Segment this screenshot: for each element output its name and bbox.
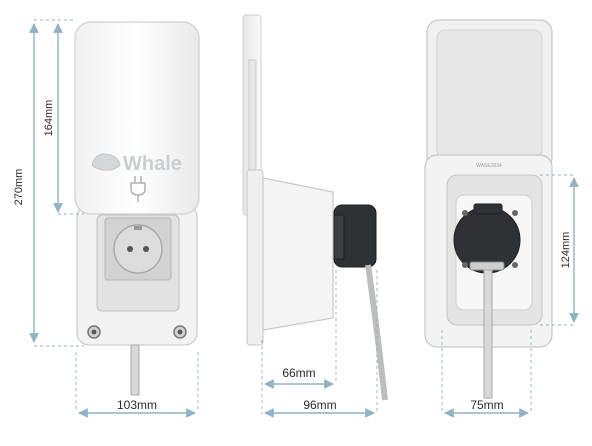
side-cover-hinge — [248, 59, 257, 171]
front-view: Whale — [74, 21, 200, 396]
side-plug-collar — [333, 214, 345, 260]
side-cable — [365, 264, 388, 401]
rear-lid-inner — [436, 29, 543, 159]
socket-ring — [113, 224, 163, 274]
dim-side-plug-label: 66mm — [282, 366, 315, 380]
whale-logo-icon — [91, 153, 121, 171]
plug-symbol-icon — [130, 176, 146, 202]
socket-pin-left — [127, 246, 133, 252]
rear-cable — [483, 269, 493, 399]
dim-total-height-label: 270mm — [13, 169, 25, 206]
socket-earth-clip — [134, 226, 142, 230]
front-cable — [130, 344, 140, 396]
screw-left-core — [91, 329, 97, 335]
rear-screw-tr — [512, 210, 518, 216]
rear-screw-br — [512, 262, 518, 268]
dim-front-width-label: 103mm — [117, 398, 157, 412]
dim-rear-width-label: 75mm — [470, 398, 503, 412]
rear-screw-bl — [462, 262, 468, 268]
dim-side-total-label: 96mm — [303, 398, 336, 412]
brand-name: Whale — [123, 153, 182, 175]
dim-cover-height-label: 164mm — [43, 100, 55, 137]
rear-cable-clamp — [469, 261, 505, 271]
side-wall-plate — [246, 169, 264, 346]
socket-pin-right — [143, 246, 149, 252]
rear-view: WASE2034 — [424, 19, 553, 399]
side-body — [262, 177, 334, 331]
rear-screw-tl — [462, 210, 468, 216]
rear-label: WASE2034 — [476, 163, 502, 169]
dimension-annotations: 270mm 164mm 103mm 66mm 96mm 124mm 75mm — [13, 19, 579, 418]
whale-logo: Whale — [91, 153, 182, 175]
screw-right-core — [177, 329, 183, 335]
dim-rear-height-label: 124mm — [560, 232, 572, 269]
rear-plug-top — [473, 203, 503, 215]
front-cover — [74, 21, 200, 215]
side-view — [242, 14, 388, 401]
